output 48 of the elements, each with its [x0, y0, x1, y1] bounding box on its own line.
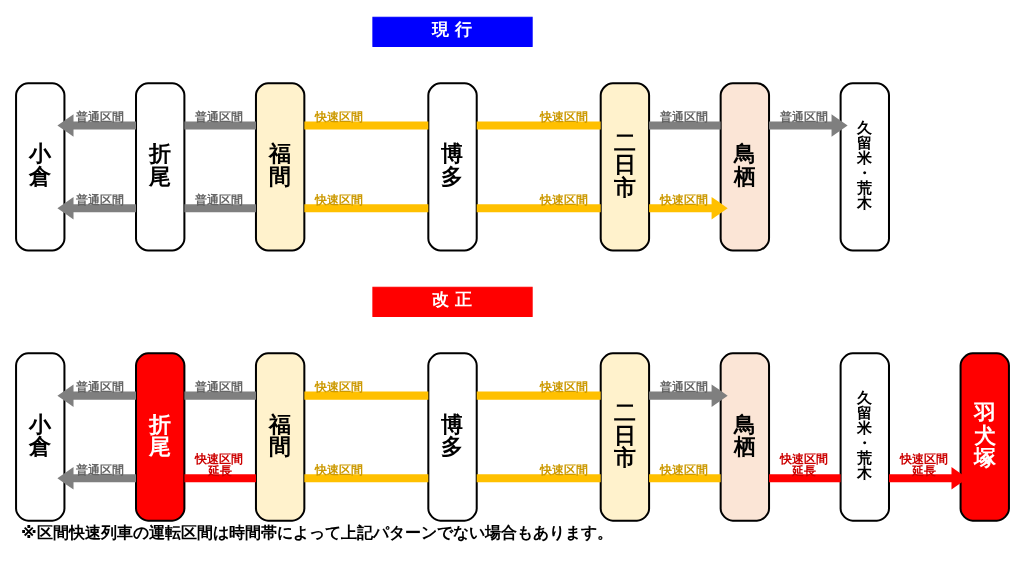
- connector: [476, 473, 601, 482]
- edge-label: 普通区間: [75, 192, 124, 207]
- connector: [648, 120, 721, 130]
- edge-label: 普通区間: [659, 109, 708, 124]
- edge-label: 快速区間: [539, 462, 588, 477]
- edge-label: 快速区間: [314, 109, 363, 124]
- arrow: [648, 196, 728, 219]
- connector: [648, 473, 721, 482]
- connector: [303, 473, 428, 482]
- edge-label: 快速区間延長: [779, 451, 828, 478]
- connector: [183, 391, 256, 400]
- edge-label: 快速区間延長: [899, 451, 948, 478]
- edge-label: 快速区間: [314, 462, 363, 477]
- connector: [476, 203, 601, 212]
- edge-label: 快速区間延長: [194, 451, 243, 478]
- connector: [476, 120, 601, 130]
- caption: ※区間快速列車の運転区間は時間帯によって上記パターンでない場合もあります。: [20, 522, 613, 542]
- connector: [183, 473, 256, 482]
- edge-label: 快速区間: [314, 379, 363, 394]
- edge-label: 普通区間: [779, 109, 828, 124]
- arrow: [56, 113, 136, 137]
- connector: [303, 120, 428, 130]
- edge-label: 普通区間: [75, 109, 124, 124]
- edge-label: 普通区間: [194, 379, 243, 394]
- node-box: 現 行: [371, 16, 533, 47]
- edge-label: 快速区間: [659, 192, 708, 207]
- connector: [183, 120, 256, 130]
- edge-label: 快速区間: [539, 192, 588, 207]
- edge-label: 快速区間: [539, 109, 588, 124]
- edge-label: 普通区間: [75, 379, 124, 394]
- connector: [183, 203, 256, 212]
- arrow: [56, 466, 136, 490]
- node-box: 改 正: [371, 286, 533, 317]
- arrow: [56, 196, 136, 219]
- arrow: [56, 383, 136, 407]
- connector: [303, 391, 428, 400]
- connector: [476, 391, 601, 400]
- edge-label: 快速区間: [314, 192, 363, 207]
- edge-label: 普通区間: [659, 379, 708, 394]
- arrow: [768, 113, 848, 137]
- arrow: [648, 383, 728, 407]
- edge-label: 快速区間: [539, 379, 588, 394]
- edge-label: 普通区間: [194, 192, 243, 207]
- edge-label: 普通区間: [75, 462, 124, 477]
- edge-label: 普通区間: [194, 109, 243, 124]
- connector: [303, 203, 428, 212]
- connector: [768, 473, 841, 482]
- edge-label: 快速区間: [659, 462, 708, 477]
